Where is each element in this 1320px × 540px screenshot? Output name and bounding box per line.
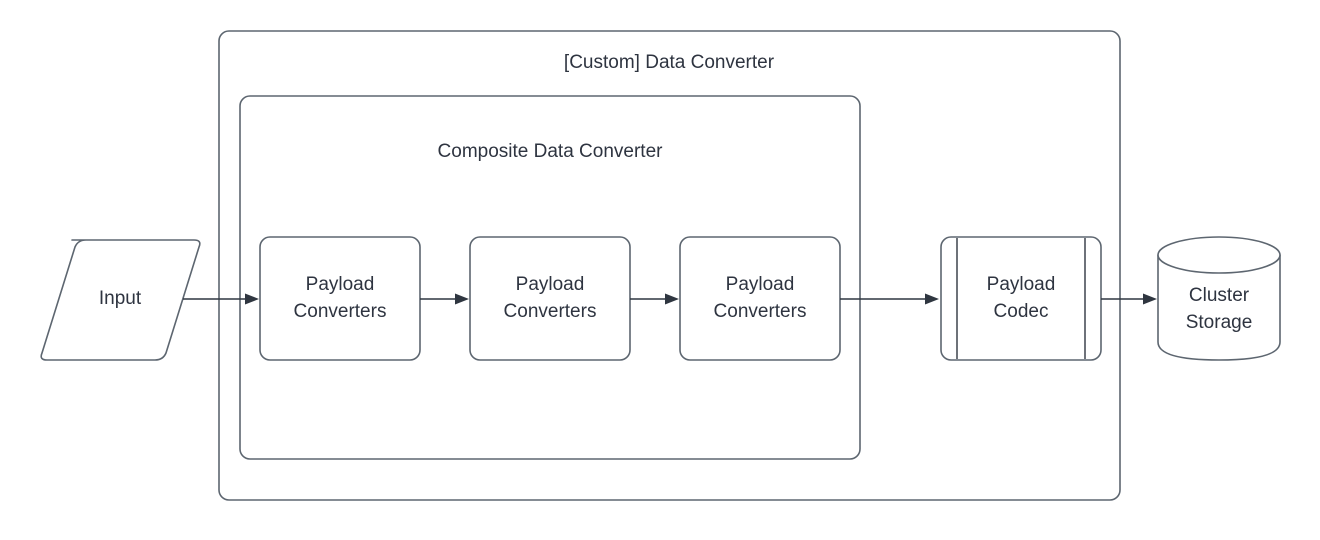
- composite-data-converter-title: Composite Data Converter: [438, 141, 664, 162]
- container-composite-data-converter[interactable]: Composite Data Converter: [239, 95, 861, 460]
- payload-codec-label-line2: Codec: [994, 301, 1049, 322]
- payload-converters-2-label-line1: Payload: [516, 274, 585, 295]
- edge-input-to-payload-converters-1: [183, 293, 259, 305]
- input-label: Input: [99, 288, 142, 309]
- cluster-storage-body: [1157, 254, 1281, 361]
- custom-data-converter-title: [Custom] Data Converter: [564, 52, 775, 73]
- payload-converters-1-label-line1: Payload: [306, 274, 375, 295]
- arrow-head-icon: [665, 293, 679, 305]
- node-payload-converters-2[interactable]: Payload Converters: [469, 236, 631, 361]
- arrow-head-icon: [455, 293, 469, 305]
- payload-converters-1-label-line2: Converters: [294, 301, 387, 322]
- arrow-head-icon: [245, 293, 259, 305]
- cluster-storage-top: [1157, 236, 1281, 274]
- node-payload-codec[interactable]: Payload Codec: [940, 236, 1102, 361]
- node-payload-converters-1[interactable]: Payload Converters: [259, 236, 421, 361]
- edge-payload-converters-2-to-3: [630, 293, 679, 305]
- composite-data-converter-border: [239, 95, 861, 460]
- cluster-storage-label-line2: Storage: [1186, 312, 1253, 333]
- payload-converters-1-shape: [259, 236, 421, 361]
- custom-data-converter-border: [218, 30, 1121, 501]
- payload-codec-label-line1: Payload: [987, 274, 1056, 295]
- payload-converters-2-label-line2: Converters: [504, 301, 597, 322]
- node-cluster-storage[interactable]: Cluster Storage: [1157, 236, 1281, 361]
- node-input[interactable]: Input: [40, 239, 201, 361]
- arrow-head-icon: [925, 293, 939, 305]
- edge-payload-converters-3-to-payload-codec: [840, 293, 939, 305]
- payload-converters-2-shape: [469, 236, 631, 361]
- payload-codec-shape: [940, 236, 1102, 361]
- container-custom-data-converter[interactable]: [Custom] Data Converter: [218, 30, 1121, 501]
- arrow-head-icon: [1143, 293, 1157, 305]
- cluster-storage-label-line1: Cluster: [1189, 285, 1250, 306]
- payload-converters-3-label-line1: Payload: [726, 274, 795, 295]
- input-shape: [40, 239, 201, 361]
- edge-payload-converters-1-to-2: [420, 293, 469, 305]
- payload-converters-3-shape: [679, 236, 841, 361]
- payload-converters-3-label-line2: Converters: [714, 301, 807, 322]
- node-payload-converters-3[interactable]: Payload Converters: [679, 236, 841, 361]
- edge-payload-codec-to-cluster-storage: [1101, 293, 1157, 305]
